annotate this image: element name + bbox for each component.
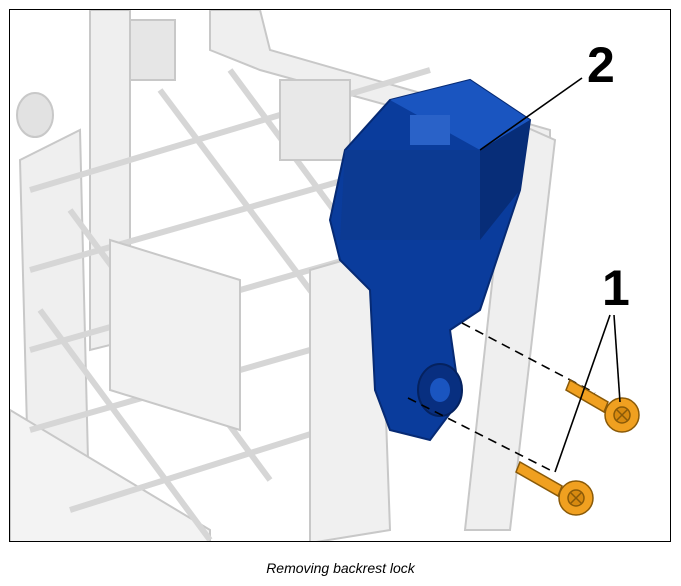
screw [515,460,594,516]
callout-label-2: 2 [587,37,615,93]
screw [565,378,640,433]
diagram-drawing [10,10,640,541]
diagram-figure: 2 1 [9,9,671,542]
leader-lines [479,77,621,473]
backrest-lock [328,78,532,442]
figure-caption: Removing backrest lock [266,560,415,576]
callout-label-1: 1 [602,260,630,316]
